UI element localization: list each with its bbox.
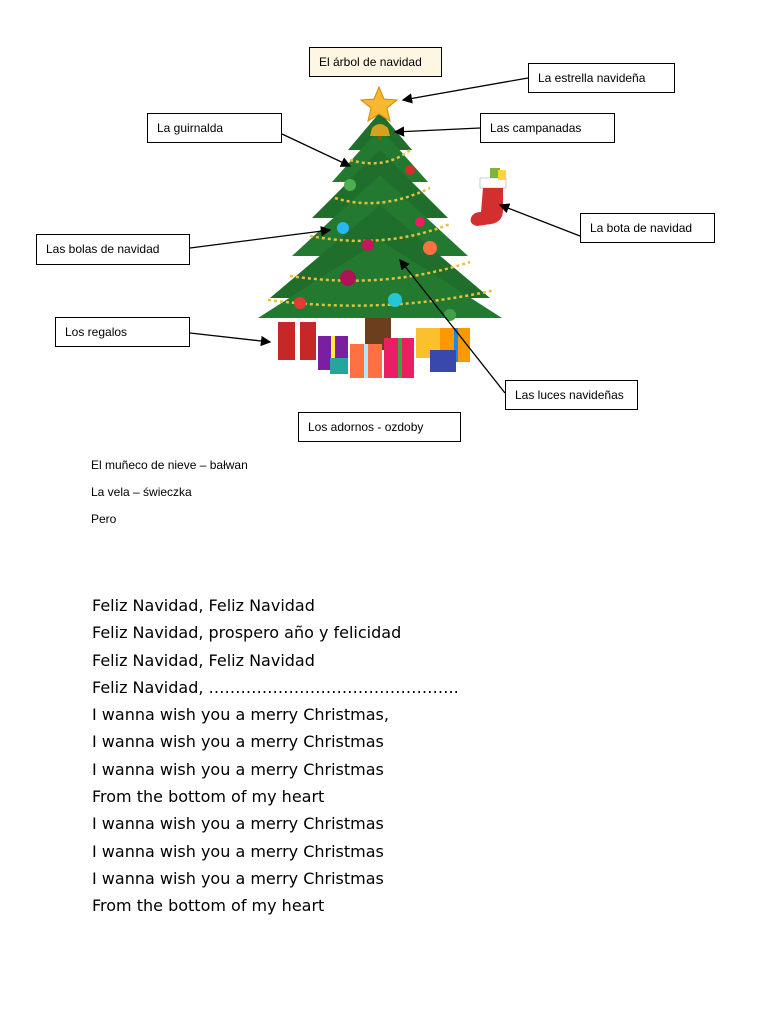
label-garland: La guirnalda [147, 113, 282, 143]
lyric-line: Feliz Navidad, Feliz Navidad [92, 650, 315, 670]
lyric-line: From the bottom of my heart [92, 787, 325, 807]
tree-foliage [258, 112, 502, 318]
lyric-line: Feliz Navidad, Feliz Navidad [92, 596, 315, 615]
lyric-line: I wanna wish you a merry Christmas [92, 868, 384, 888]
garland [267, 149, 496, 307]
label-stocking: La bota de navidad [580, 213, 715, 243]
christmas-tree-illustration [189, 77, 581, 394]
lyric-line: I wanna wish you a merry Christmas [92, 814, 384, 834]
label-ornaments: Los adornos - ozdoby [298, 412, 461, 442]
vocab-item: El muñeco de nieve – bałwan [91, 458, 248, 472]
label-balls: Las bolas de navidad [36, 234, 190, 265]
gifts-icon [278, 322, 470, 378]
label-lights: Las luces navideñas [505, 380, 638, 410]
lyric-line: I wanna wish you a merry Christmas [92, 732, 384, 752]
lyric-line: Feliz Navidad, prospero año y felicidad [92, 623, 402, 643]
song-lyrics: Feliz Navidad, Feliz Navidad Feliz Navid… [92, 592, 459, 920]
bells-icon [370, 124, 390, 140]
star-icon [359, 85, 399, 123]
label-star: La estrella navideña [528, 63, 675, 93]
lyric-line: I wanna wish you a merry Christmas, [92, 705, 389, 725]
vocab-item: Pero [91, 512, 117, 526]
vocab-item: La vela – świeczka [91, 485, 192, 499]
christmas-balls [294, 165, 456, 321]
label-gifts: Los regalos [55, 317, 190, 347]
lyric-line: I wanna wish you a merry Christmas [92, 759, 384, 779]
label-bells: Las campanadas [480, 113, 615, 143]
label-arrows [189, 77, 581, 394]
lyric-line: From the bottom of my heart [92, 896, 325, 916]
page-title: El árbol de navidad [309, 47, 442, 77]
lyric-line: I wanna wish you a merry Christmas [92, 841, 384, 861]
lyric-line: Feliz Navidad, ……………………………………….. [92, 677, 459, 697]
stocking-icon [470, 168, 507, 226]
